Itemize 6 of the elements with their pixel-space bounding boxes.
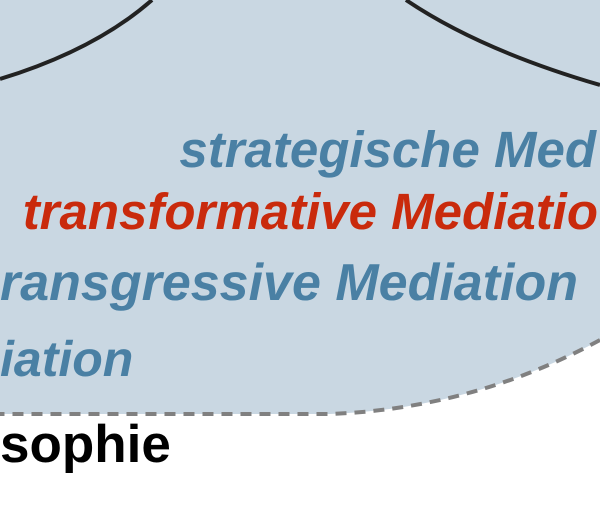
circle-arc — [0, 0, 154, 82]
circle-arc — [404, 0, 600, 88]
region-label: iation — [0, 334, 134, 384]
region-label: transformative Mediatio — [22, 186, 598, 237]
region-label: ransgressive Mediation — [0, 257, 578, 309]
region-title: sophie — [0, 418, 171, 471]
